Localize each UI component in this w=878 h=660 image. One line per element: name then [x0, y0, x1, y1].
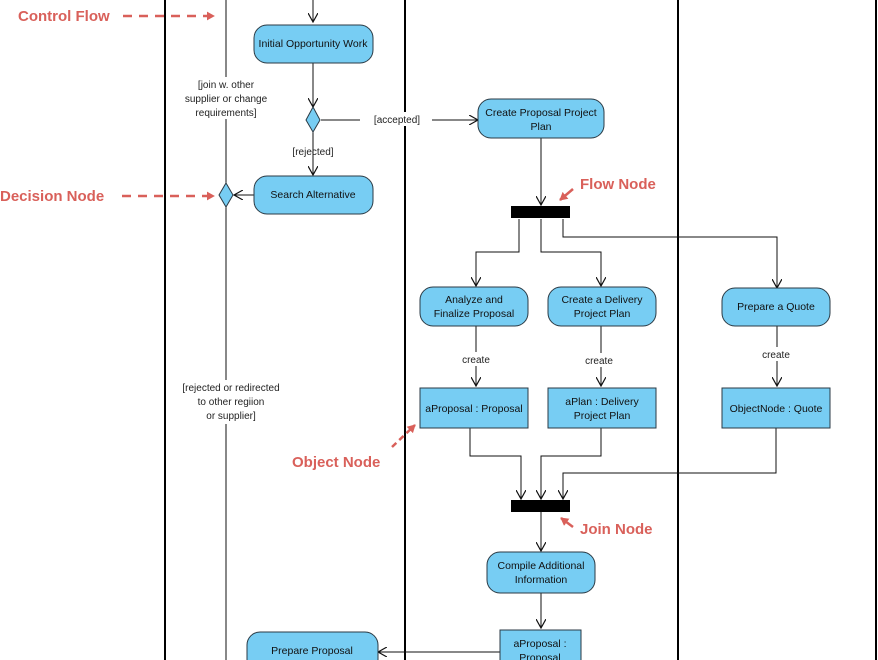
- guard-create-1-bg: [456, 352, 496, 366]
- callout-join-node-label: Join Node: [580, 521, 653, 538]
- guard-join-line-1: [join w. other: [198, 80, 255, 91]
- guard-join-line-2: supplier or change: [185, 94, 268, 105]
- action-box: [486, 551, 596, 594]
- guard-rejected: [rejected]: [292, 147, 333, 158]
- guard-redirect-line-3: or supplier]: [206, 411, 256, 422]
- callout-decision-node-label: Decision Node: [0, 188, 104, 205]
- guard-redirect-bg: [174, 380, 288, 424]
- callout-join-node: Join Node: [560, 517, 653, 538]
- fork-bar[interactable]: [511, 206, 570, 218]
- action-prepare-proposal[interactable]: Prepare Proposal: [246, 631, 379, 660]
- flow-quote-to-join: [563, 428, 777, 499]
- callout-decision-node: Decision Node: [0, 188, 215, 205]
- action-analyze-finalize-proposal[interactable]: Analyze and Finalize Proposal: [419, 286, 529, 327]
- flow-aproposal-to-join: [469, 428, 521, 499]
- action-label-line-2: Project Plan: [574, 308, 631, 320]
- flow-aplan-to-join: [541, 428, 602, 499]
- action-create-delivery-project-plan[interactable]: Create a Delivery Project Plan: [547, 286, 657, 327]
- object-node-quote[interactable]: ObjectNode : Quote: [721, 387, 831, 429]
- object-node-aproposal[interactable]: aProposal : Proposal: [419, 387, 529, 429]
- object-node-aproposal-bottom[interactable]: aProposal : Proposal: [499, 629, 582, 660]
- guard-join-line-3: requirements]: [195, 108, 256, 119]
- action-box: [721, 287, 831, 327]
- guard-accepted: [accepted]: [374, 115, 420, 126]
- action-search-alternative[interactable]: Search Alternative: [253, 175, 374, 215]
- action-box: [419, 286, 529, 327]
- action-label-line-1: Create a Delivery: [561, 294, 643, 306]
- callout-flow-node-arrow: [559, 188, 574, 201]
- callout-control-flow-label: Control Flow: [18, 8, 110, 25]
- callout-flow-node: Flow Node: [559, 176, 656, 201]
- action-prepare-quote[interactable]: Prepare a Quote: [721, 287, 831, 327]
- flow-fork-to-analyze: [476, 219, 520, 286]
- object-label-line-1: aPlan : Delivery: [565, 396, 639, 408]
- action-compile-additional-information[interactable]: Compile Additional Information: [486, 551, 596, 594]
- callout-flow-node-label: Flow Node: [580, 176, 656, 193]
- join-bar[interactable]: [511, 500, 570, 512]
- callout-object-node: Object Node: [292, 424, 416, 471]
- action-label: Prepare a Quote: [737, 301, 815, 313]
- guard-redirect-line-1: [rejected or redirected: [182, 383, 279, 394]
- callout-control-flow: Control Flow: [18, 8, 215, 25]
- action-label-line-1: Analyze and: [445, 294, 503, 306]
- guard-labels: [accepted] [rejected] [join w. other sup…: [174, 77, 797, 424]
- action-create-proposal-project-plan[interactable]: Create Proposal Project Plan: [477, 98, 605, 139]
- guard-create-delivery: create: [585, 356, 613, 367]
- guard-create-3-bg: [757, 347, 797, 361]
- guard-join-bg: [178, 77, 274, 119]
- object-node-aplan[interactable]: aPlan : Delivery Project Plan: [547, 387, 657, 429]
- flow-fork-to-quote: [562, 219, 777, 288]
- object-label: ObjectNode : Quote: [730, 403, 823, 415]
- guard-create-2-bg: [581, 353, 621, 367]
- object-box: [419, 387, 529, 429]
- callout-join-node-arrow: [560, 517, 574, 528]
- callout-object-node-label: Object Node: [292, 454, 380, 471]
- guard-create-analyze: create: [462, 355, 490, 366]
- action-label-line-1: Create Proposal Project: [485, 107, 597, 119]
- object-label: aProposal : Proposal: [425, 403, 522, 415]
- flow-fork-to-delivery: [540, 219, 601, 286]
- object-label-line-1: aProposal :: [513, 638, 566, 650]
- action-box: [246, 631, 379, 660]
- action-label: Initial Opportunity Work: [259, 38, 369, 50]
- decision-node-accept[interactable]: [305, 105, 321, 133]
- object-box: [721, 387, 831, 429]
- swimlane-dividers: [164, 0, 877, 660]
- action-label-line-1: Compile Additional: [498, 560, 585, 572]
- guard-accepted-bg: [360, 112, 432, 126]
- action-label-line-2: Information: [515, 574, 568, 586]
- action-label-line-2: Finalize Proposal: [434, 308, 515, 320]
- object-box: [499, 629, 582, 660]
- action-initial-opportunity-work[interactable]: Initial Opportunity Work: [253, 24, 374, 64]
- object-box: [547, 387, 657, 429]
- action-box: [547, 286, 657, 327]
- decision-node-merge[interactable]: [218, 182, 234, 208]
- action-box: [477, 98, 605, 139]
- guard-redirect-line-2: to other regiion: [198, 397, 265, 408]
- action-label-line-2: Plan: [530, 121, 551, 133]
- action-box: [253, 24, 374, 64]
- action-label: Prepare Proposal: [271, 645, 353, 657]
- action-label: Search Alternative: [270, 189, 355, 201]
- object-label-line-2: Project Plan: [574, 410, 631, 422]
- object-label-line-2: Proposal: [519, 652, 560, 660]
- guard-create-quote: create: [762, 350, 790, 361]
- callout-object-node-arrow: [391, 424, 416, 448]
- action-box: [253, 175, 374, 215]
